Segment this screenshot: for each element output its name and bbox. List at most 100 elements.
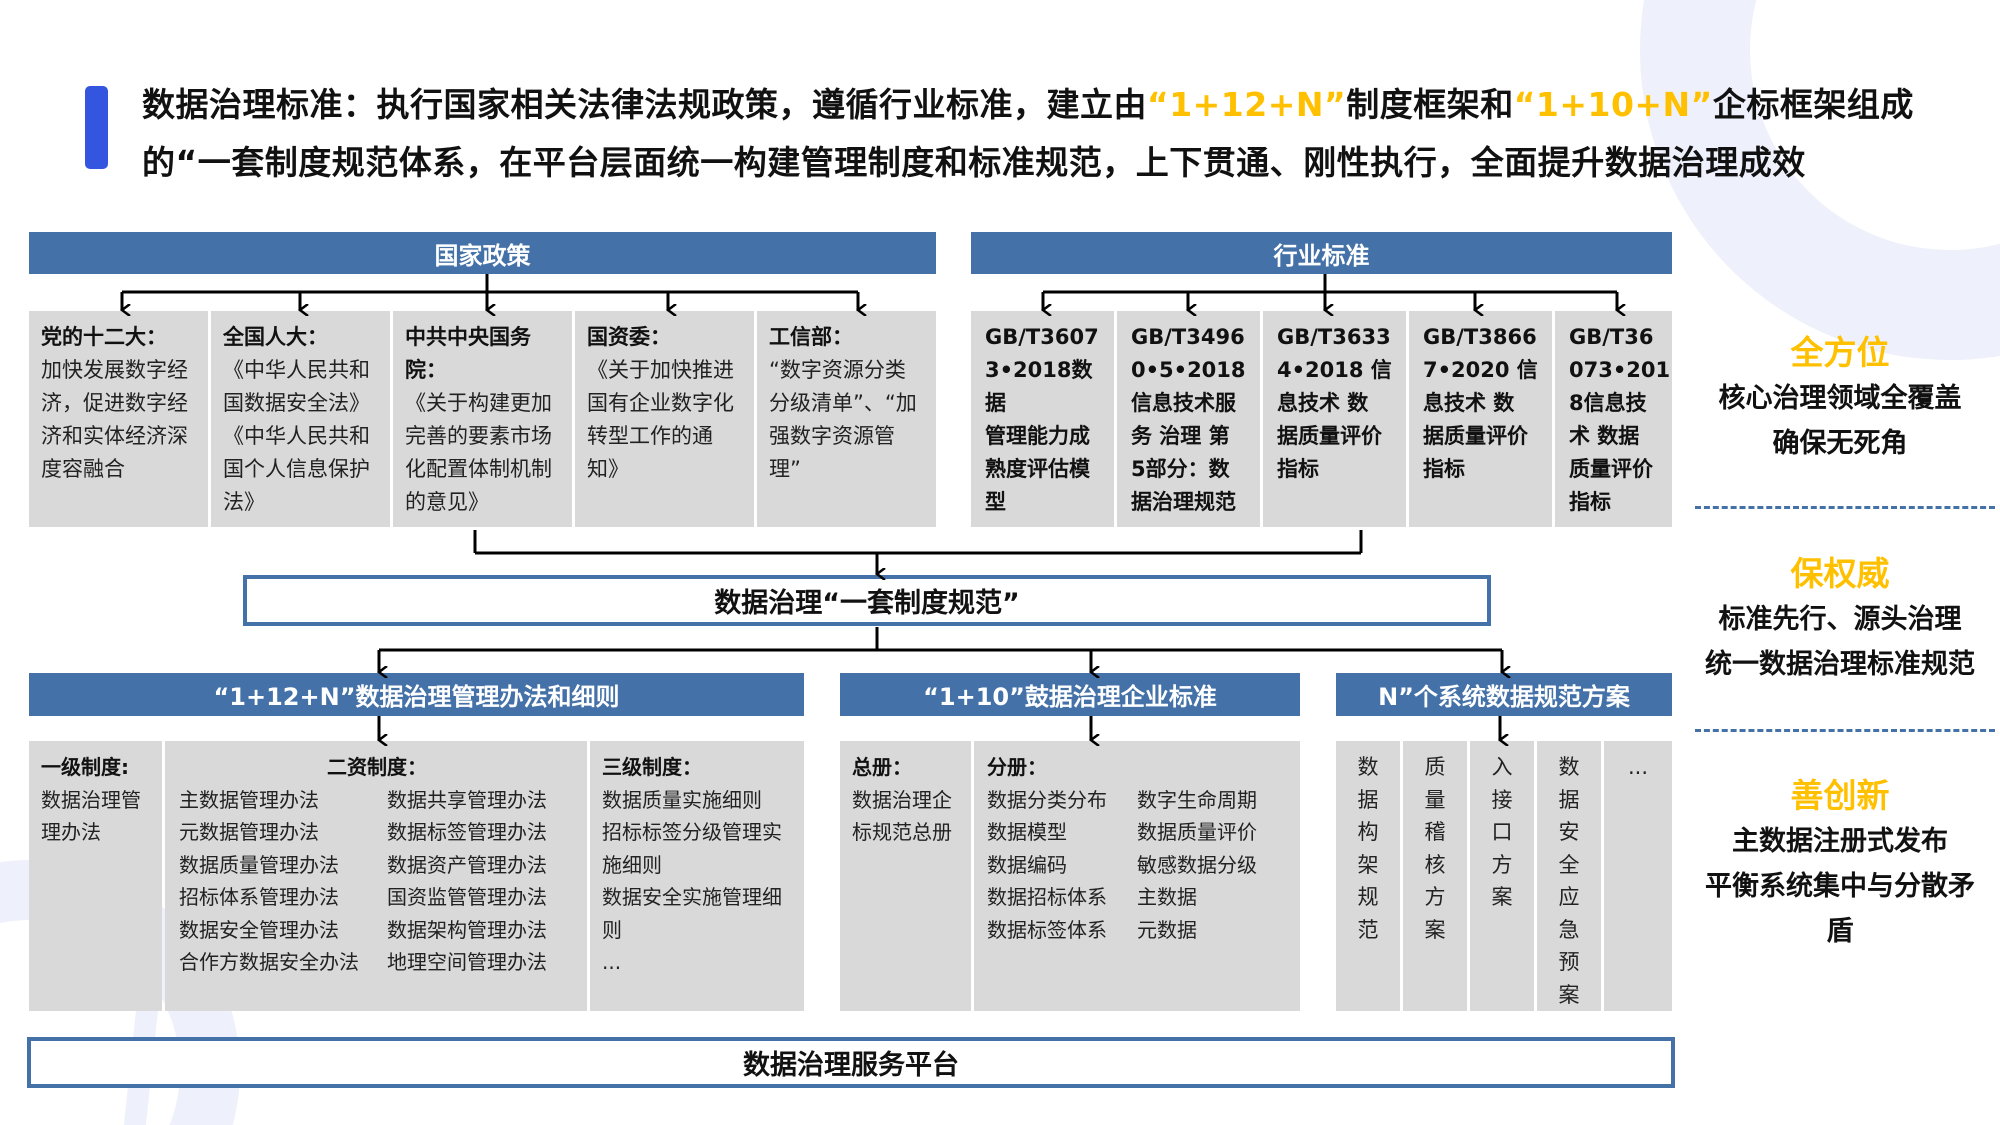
level2-item: 数据资产管理办法 [387, 852, 547, 877]
scheme-char: 应 [1558, 885, 1580, 909]
level3-system-cell: 三级制度： 数据质量实施细则 招标标签分级管理实施细则 数据安全实施管理细则 .… [590, 741, 804, 1011]
policy-cell-body: 《关于加快推进国有企业数字化转型工作的通知》 [587, 358, 734, 481]
scheme-char: 急 [1558, 917, 1580, 942]
national-policy-header: 国家政策 [29, 232, 936, 274]
level1-title: 一级制度: [41, 755, 129, 779]
scheme-char: 案 [1491, 885, 1513, 909]
level3-item: 数据质量实施细则 [602, 787, 762, 812]
standard-line: GB/T3496 [1131, 325, 1245, 349]
scheme-char: 案 [1424, 917, 1446, 942]
level2-item: 地理空间管理办法 [387, 950, 547, 974]
standard-line: 0•5•2018 [1131, 358, 1246, 382]
standard-line: 8信息技 [1569, 391, 1647, 415]
standard-cell-gbt36073b: GB/T36 073•201 8信息技 术 数据 质量评价 指标 [1555, 311, 1672, 527]
policy-cell-title: 全国人大： [223, 325, 328, 349]
level2-item: 元数据管理办法 [179, 820, 319, 844]
side-divider [1695, 506, 1995, 509]
level2-item: 数据安全管理办法 [179, 917, 339, 942]
standard-line: 7•2020 信 [1423, 358, 1538, 382]
scheme-char: 预 [1558, 950, 1580, 974]
side-point-title: 善创新 [1790, 776, 1890, 815]
headline-text: 数据治理标准：执行国家相关法律法规政策，遵循行业标准，建立由 [142, 85, 1147, 124]
standard-line: 息技术 数 [1423, 391, 1515, 415]
level1-item: 数据治理管理办法 [41, 787, 141, 845]
side-divider [1695, 729, 1995, 732]
headline-highlight-1-10-n: “1+10+N” [1513, 85, 1713, 124]
scheme-char: 案 [1558, 982, 1580, 1007]
sub-volume-item: 数据质量评价 [1137, 820, 1257, 844]
level3-item: ... [602, 950, 622, 974]
standard-line: GB/T3633 [1277, 325, 1391, 349]
system-schemes-header: N”个系统数据规范方案 [1336, 673, 1672, 716]
policy-cell-body: “数字资源分类分级清单”、“加强数字资源管理” [769, 358, 917, 481]
scheme-column-security-emergency: 数据安全应急预案 [1537, 741, 1601, 1011]
standard-line: 型 [985, 490, 1006, 514]
policy-cell-party-congress: 党的十二大： 加快发展数字经济，促进数字经济和实体经济深度容融合 [29, 311, 208, 527]
policy-cell-title: 国资委： [587, 325, 671, 349]
sub-volume-item: 主数据 [1137, 885, 1197, 909]
industry-standard-header: 行业标准 [971, 232, 1672, 274]
standard-line: 据质量评价 [1423, 424, 1528, 448]
standard-line: 质量评价 [1569, 457, 1653, 481]
standard-line: 据质量评价 [1277, 424, 1382, 448]
level2-item: 数据质量管理办法 [179, 852, 339, 877]
side-point-line: 主数据注册式发布 [1732, 826, 1948, 857]
scheme-column-data-architecture: 数据构架规范 [1336, 741, 1400, 1011]
scheme-char: 方 [1491, 852, 1513, 877]
level2-item: 招标体系管理办法 [179, 885, 339, 909]
standard-line: 指标 [1423, 457, 1465, 481]
scheme-char: 规 [1357, 885, 1379, 909]
sub-volume-item: 元数据 [1137, 917, 1197, 942]
side-point-authority: 保权威 标准先行、源头治理 统一数据治理标准规范 [1680, 551, 2000, 687]
standard-line: GB/T3866 [1423, 325, 1537, 349]
general-volume-title: 总册： [852, 755, 912, 779]
standard-line: 5部分：数 [1131, 457, 1230, 481]
scheme-char: 稽 [1424, 820, 1446, 844]
governance-system-box: 数据治理“一套制度规范” [243, 575, 1491, 626]
sub-volume-item: 敏感数据分级 [1137, 852, 1257, 877]
standard-cell-gbt36073: GB/T3607 3•2018数据 管理能力成 熟度评估模 型 [971, 311, 1114, 527]
scheme-char: 量 [1424, 787, 1446, 812]
level3-item: 数据安全实施管理细则 [602, 885, 782, 942]
scheme-char: 接 [1491, 787, 1513, 812]
scheme-char: 据 [1558, 787, 1580, 812]
sub-volume-item: 数据招标体系 [987, 885, 1107, 909]
policy-cell-body: 《关于构建更加完善的要素市场化配置体制机制的意见》 [405, 391, 552, 514]
side-point-line: 标准先行、源头治理 [1718, 604, 1962, 635]
headline-text: 企标框架组成的“一套制度规范体系，在平台层面统一构建管理制度和标准规范，上下贯通… [142, 85, 1914, 182]
level2-item: 数据标签管理办法 [387, 820, 547, 844]
sub-volume-item: 数据编码 [987, 852, 1067, 877]
standard-line: 3•2018数据 [985, 358, 1093, 415]
sub-volume-item: 数字生命周期 [1137, 787, 1257, 812]
sub-volume-item: 数据分类分布 [987, 787, 1107, 812]
standard-line: 073•201 [1569, 358, 1671, 382]
policy-cell-title: 中共中央国务院： [405, 325, 531, 382]
standard-line: 据治理规范 [1131, 490, 1236, 514]
sub-volume-list: 数据分类分布 数字生命周期 数据模型 数据质量评价 数据编码 敏感数据分级 数据… [987, 784, 1288, 947]
scheme-char: 据 [1357, 787, 1379, 812]
general-volume-item: 数据治理企标规范总册 [852, 787, 952, 845]
standard-line: 术 数据 [1569, 424, 1640, 448]
scheme-char: 安 [1558, 820, 1580, 844]
level3-title: 三级制度： [602, 755, 702, 779]
scheme-column-interface: 入接口方案 [1470, 741, 1534, 1011]
policy-cell-sasac: 国资委： 《关于加快推进国有企业数字化转型工作的通知》 [575, 311, 754, 527]
scheme-char: 方 [1424, 885, 1446, 909]
sub-volume-item: 数据模型 [987, 820, 1067, 844]
level1-system-cell: 一级制度: 数据治理管理办法 [29, 741, 162, 1011]
standard-line: 息技术 数 [1277, 391, 1369, 415]
level2-title: 二资制度： [327, 755, 427, 779]
side-point-line: 核心治理领域全覆盖 [1718, 383, 1962, 414]
headline-accent-bar [85, 86, 108, 169]
sub-volume-item: 数据标签体系 [987, 917, 1107, 942]
side-point-line: 盾 [1826, 916, 1854, 947]
standard-cell-gbt36334: GB/T3633 4•2018 信 息技术 数 据质量评价 指标 [1263, 311, 1406, 527]
side-point-line: 平衡系统集中与分散矛 [1705, 871, 1975, 902]
scheme-column-more: ... [1604, 741, 1672, 1011]
standard-line: 熟度评估模 [985, 457, 1090, 481]
standard-line: 信息技术服 [1131, 391, 1236, 415]
scheme-char: 口 [1491, 820, 1513, 844]
scheme-char: 质 [1424, 755, 1446, 779]
side-point-comprehensive: 全方位 核心治理领域全覆盖 确保无死角 [1680, 330, 2000, 466]
scheme-char: 全 [1558, 852, 1580, 877]
